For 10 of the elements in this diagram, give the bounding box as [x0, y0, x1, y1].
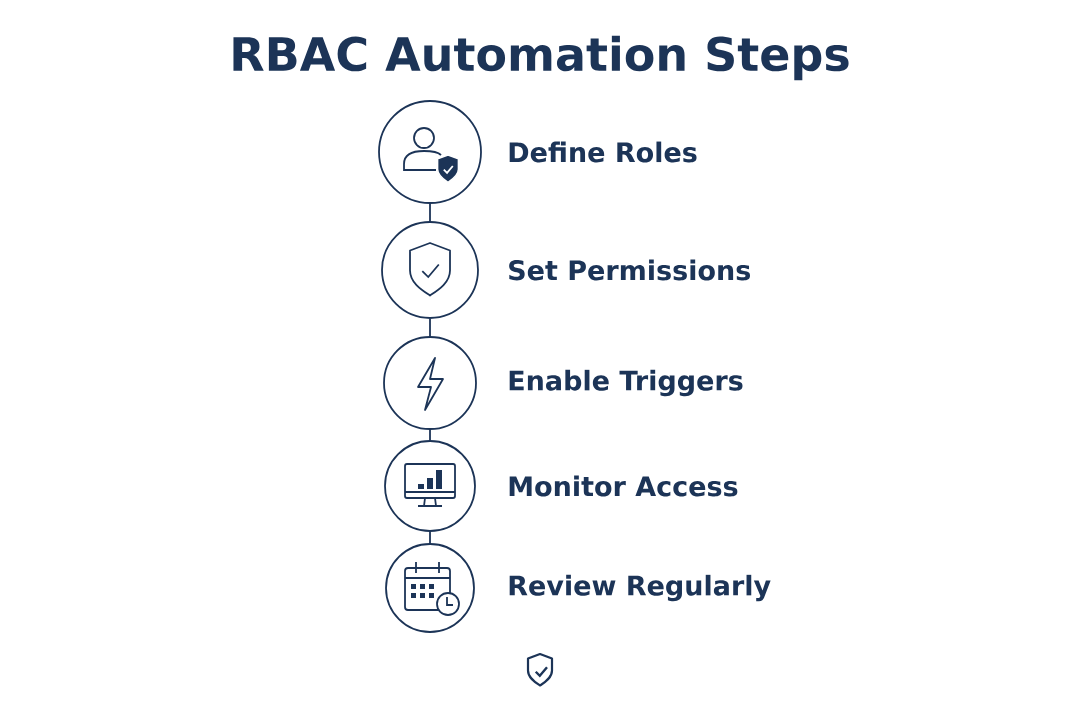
step-label: Monitor Access	[509, 475, 738, 497]
title: RBAC Automation Steps	[233, 35, 849, 81]
step-label: Enable Triggers	[509, 369, 743, 397]
connector-line	[429, 203, 431, 222]
step-label: Set Permissions	[509, 259, 750, 281]
step-label: Review Regularly	[509, 574, 771, 602]
connector-line	[429, 531, 431, 544]
connector-line	[429, 318, 431, 337]
connector-line	[429, 429, 431, 441]
step-label: Define Roles	[509, 141, 697, 163]
